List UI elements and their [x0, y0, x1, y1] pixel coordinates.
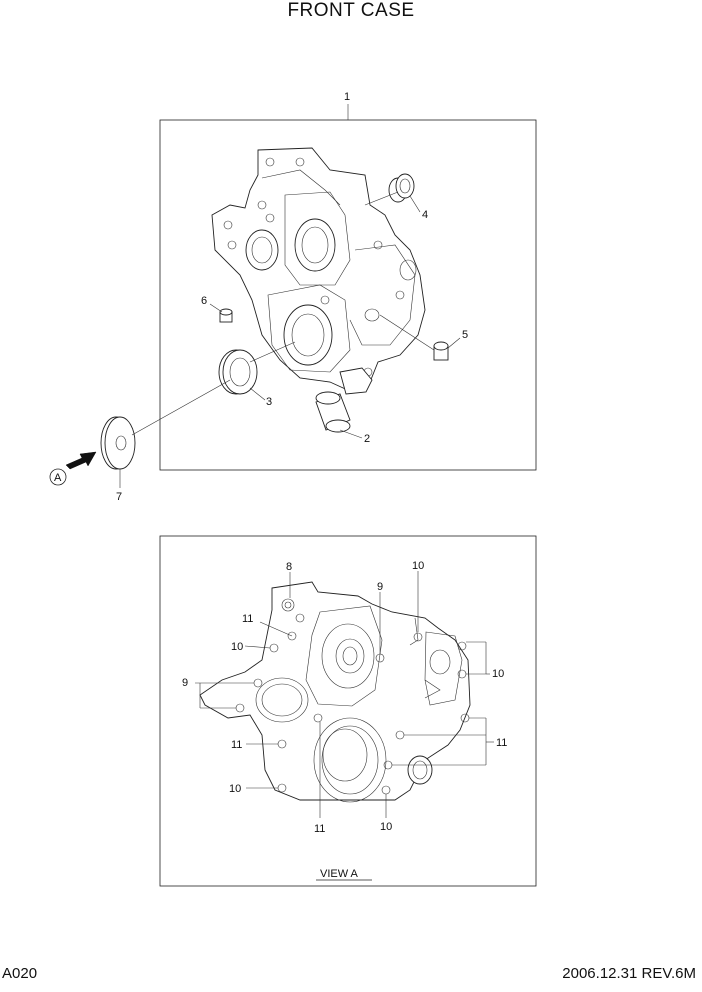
- view-marker-label: A: [54, 472, 62, 484]
- callout-10-lower-left: 10: [229, 783, 241, 795]
- callout-10-top: 10: [412, 560, 424, 572]
- view-a-marker: [49, 451, 97, 486]
- view-a-leaders: [195, 571, 494, 818]
- callout-10-right: 10: [492, 668, 504, 680]
- part-2-sleeve: [315, 391, 351, 433]
- callout-1: 1: [344, 91, 350, 103]
- callout-11-right: 11: [496, 737, 507, 749]
- callout-2: 2: [364, 433, 370, 445]
- callout-8: 8: [286, 561, 292, 573]
- front-case-body: [211, 147, 426, 395]
- front-case-rear-view: [199, 581, 471, 803]
- view-a-caption: VIEW A: [320, 868, 359, 880]
- callout-3: 3: [266, 396, 272, 408]
- callout-7: 7: [116, 491, 122, 503]
- callout-9-top: 9: [377, 581, 383, 593]
- callout-10-upper-left: 10: [231, 641, 243, 653]
- callout-9-left: 9: [182, 677, 188, 689]
- callout-5: 5: [462, 329, 468, 341]
- callout-4: 4: [422, 209, 428, 221]
- revision-date: 2006.12.31 REV.6M: [562, 965, 696, 982]
- page-code: A020: [2, 965, 38, 982]
- callout-11-left: 11: [231, 739, 242, 751]
- part-4-seal: [388, 173, 415, 203]
- part-3-oil-seal: [218, 349, 258, 395]
- part-6-pin: [219, 308, 233, 323]
- callout-11-upper-left: 11: [242, 613, 253, 625]
- callout-11-bottom: 11: [314, 823, 325, 835]
- page-title: FRONT CASE: [287, 0, 415, 21]
- callout-6: 6: [201, 295, 207, 307]
- callout-10-bottom: 10: [380, 821, 392, 833]
- part-5-bushing: [433, 341, 449, 361]
- view-a-frame: [159, 535, 537, 887]
- part-7-cover-plate: [100, 416, 136, 470]
